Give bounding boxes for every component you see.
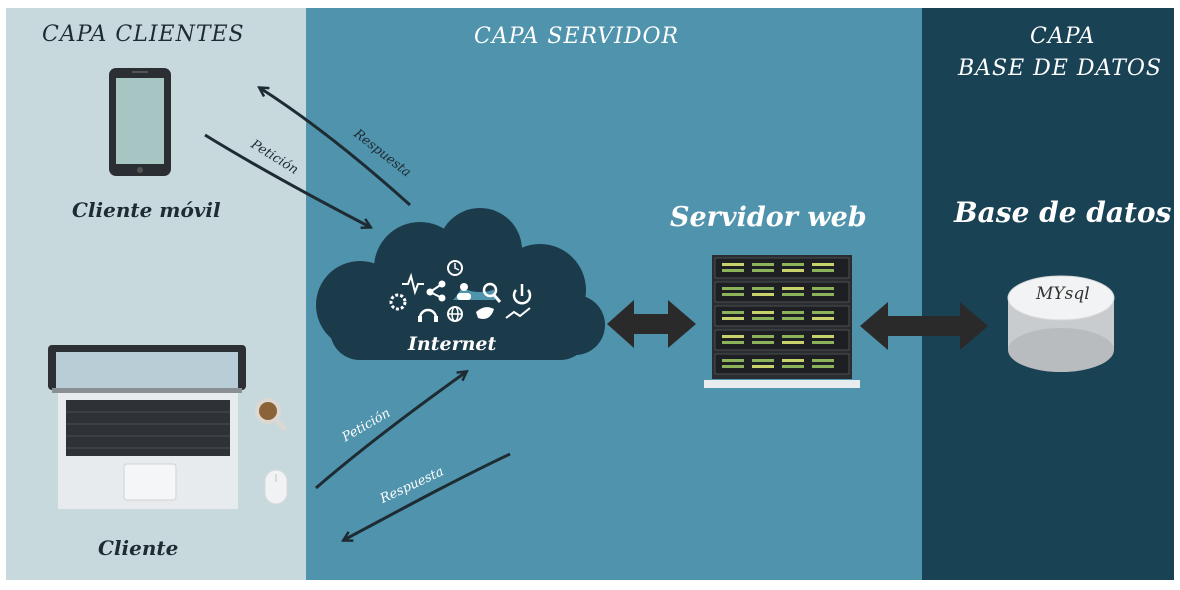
mouse-icon	[264, 469, 288, 505]
rack-led	[782, 359, 804, 362]
internet-server-double-arrow	[607, 300, 696, 348]
rack-led	[722, 365, 744, 368]
rack-led	[722, 335, 744, 338]
share-icon	[426, 280, 446, 302]
rack-led	[752, 365, 774, 368]
database-cylinder-icon	[1007, 275, 1115, 372]
mobile-request-arrow	[204, 133, 370, 227]
rack-led	[722, 263, 744, 266]
rack-led	[782, 293, 804, 296]
rack-led	[812, 341, 834, 344]
rack-led	[752, 317, 774, 320]
database-label: Base de datos	[954, 196, 1172, 229]
rack-unit	[714, 281, 850, 303]
rack-led	[812, 311, 834, 314]
rack-led	[752, 287, 774, 290]
rack-unit	[714, 353, 850, 375]
rack-led	[782, 287, 804, 290]
pulse-icon	[402, 272, 424, 296]
rack-led	[722, 269, 744, 272]
web-server-label: Servidor web	[670, 202, 867, 233]
rack-led	[782, 365, 804, 368]
bird-icon	[476, 307, 494, 319]
clock-icon	[447, 260, 463, 276]
rack-led	[812, 365, 834, 368]
rack-led	[752, 341, 774, 344]
rack-led	[782, 269, 804, 272]
rack-led	[812, 317, 834, 320]
rack-led	[782, 335, 804, 338]
server-layer-header: CAPA SERVIDOR	[474, 24, 680, 49]
rack-led	[722, 293, 744, 296]
server-rack-icon	[704, 255, 860, 388]
rack-unit	[714, 329, 850, 351]
rack-led	[812, 269, 834, 272]
rack-led	[752, 335, 774, 338]
database-layer-header-line1: CAPA	[1030, 24, 1096, 49]
laptop-keys	[66, 411, 230, 449]
rack-led	[782, 341, 804, 344]
rack-led	[722, 317, 744, 320]
rack-led	[812, 293, 834, 296]
rack-led	[782, 311, 804, 314]
rack-led	[752, 311, 774, 314]
globe-icon	[447, 306, 463, 322]
cloud-icon	[316, 208, 605, 360]
rack-led	[752, 293, 774, 296]
mobile-response-arrow	[260, 88, 412, 207]
rack-led	[812, 287, 834, 290]
mysql-logo-text: MYsql	[1036, 284, 1090, 304]
rack-led	[752, 269, 774, 272]
laptop-icon	[48, 345, 246, 509]
power-icon	[512, 284, 532, 305]
tablet-icon	[109, 68, 171, 176]
rack-led	[722, 311, 744, 314]
desktop-client-label: Cliente	[98, 536, 179, 560]
trend-icon	[505, 307, 531, 319]
rack-unit	[714, 257, 850, 279]
rack-led	[782, 317, 804, 320]
coffee-cup-icon	[255, 398, 288, 432]
desktop-request-arrow	[315, 372, 466, 490]
rack-led	[812, 263, 834, 266]
client-layer-header: CAPA CLIENTES	[42, 22, 245, 47]
rack-led	[752, 359, 774, 362]
rack-led	[782, 263, 804, 266]
rack-led	[812, 359, 834, 362]
database-layer-header-line2: BASE DE DATOS	[958, 56, 1162, 81]
desktop-response-arrow	[344, 452, 511, 540]
gear-icon	[389, 293, 407, 311]
internet-label: Internet	[408, 333, 497, 355]
headphones-icon	[418, 308, 438, 322]
rack-led	[752, 263, 774, 266]
rack-led	[722, 359, 744, 362]
mobile-client-label: Cliente móvil	[72, 198, 221, 222]
server-database-double-arrow	[860, 302, 988, 350]
magnifier-icon	[482, 282, 502, 303]
rack-unit	[714, 305, 850, 327]
rack-led	[722, 341, 744, 344]
rack-led	[812, 335, 834, 338]
rack-led	[722, 287, 744, 290]
user-icon	[457, 283, 471, 300]
